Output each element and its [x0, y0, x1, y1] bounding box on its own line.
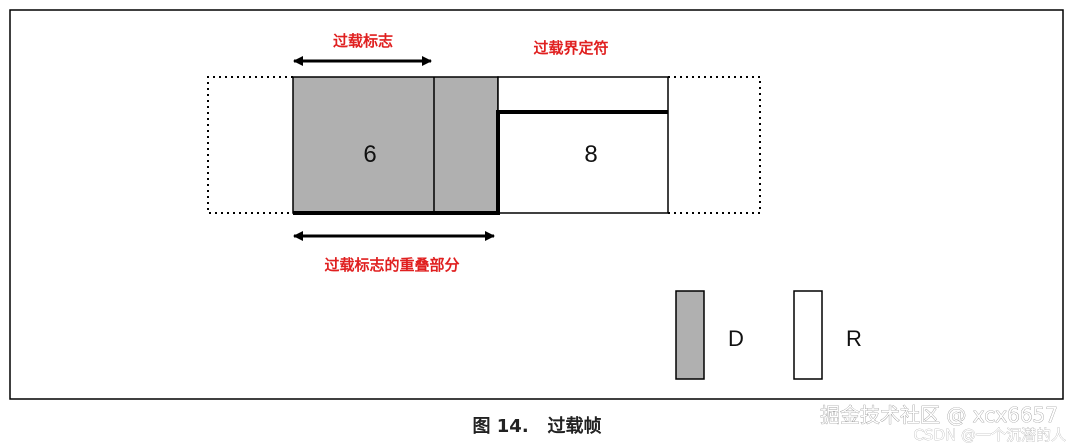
field-right-number: 8	[584, 141, 597, 168]
overload-flag-dominant-region	[292, 76, 499, 214]
field-left-number: 6	[363, 141, 376, 168]
watermark-main: 掘金技术社区 @ xcx6657	[820, 403, 1058, 427]
left-dotted-extension	[207, 76, 293, 214]
legend-recessive-label: R	[846, 326, 862, 351]
legend-dominant-swatch	[675, 290, 705, 380]
outer-frame	[9, 9, 1064, 400]
watermark-sub: CSDN @一个沉潜的人	[913, 426, 1066, 444]
bus-level-line	[293, 110, 668, 215]
overlap-part-label: 过载标志的重叠部分	[324, 256, 459, 274]
figure-caption: 图 14. 过载帧	[473, 415, 602, 437]
overload-flag-label: 过载标志	[333, 32, 393, 50]
legend-recessive-swatch	[793, 290, 823, 380]
right-dotted-extension	[668, 76, 761, 214]
overload-delimiter-label: 过载界定符	[533, 39, 608, 57]
legend-dominant-label: D	[728, 326, 744, 351]
overload-delimiter-recessive-region	[497, 76, 669, 214]
